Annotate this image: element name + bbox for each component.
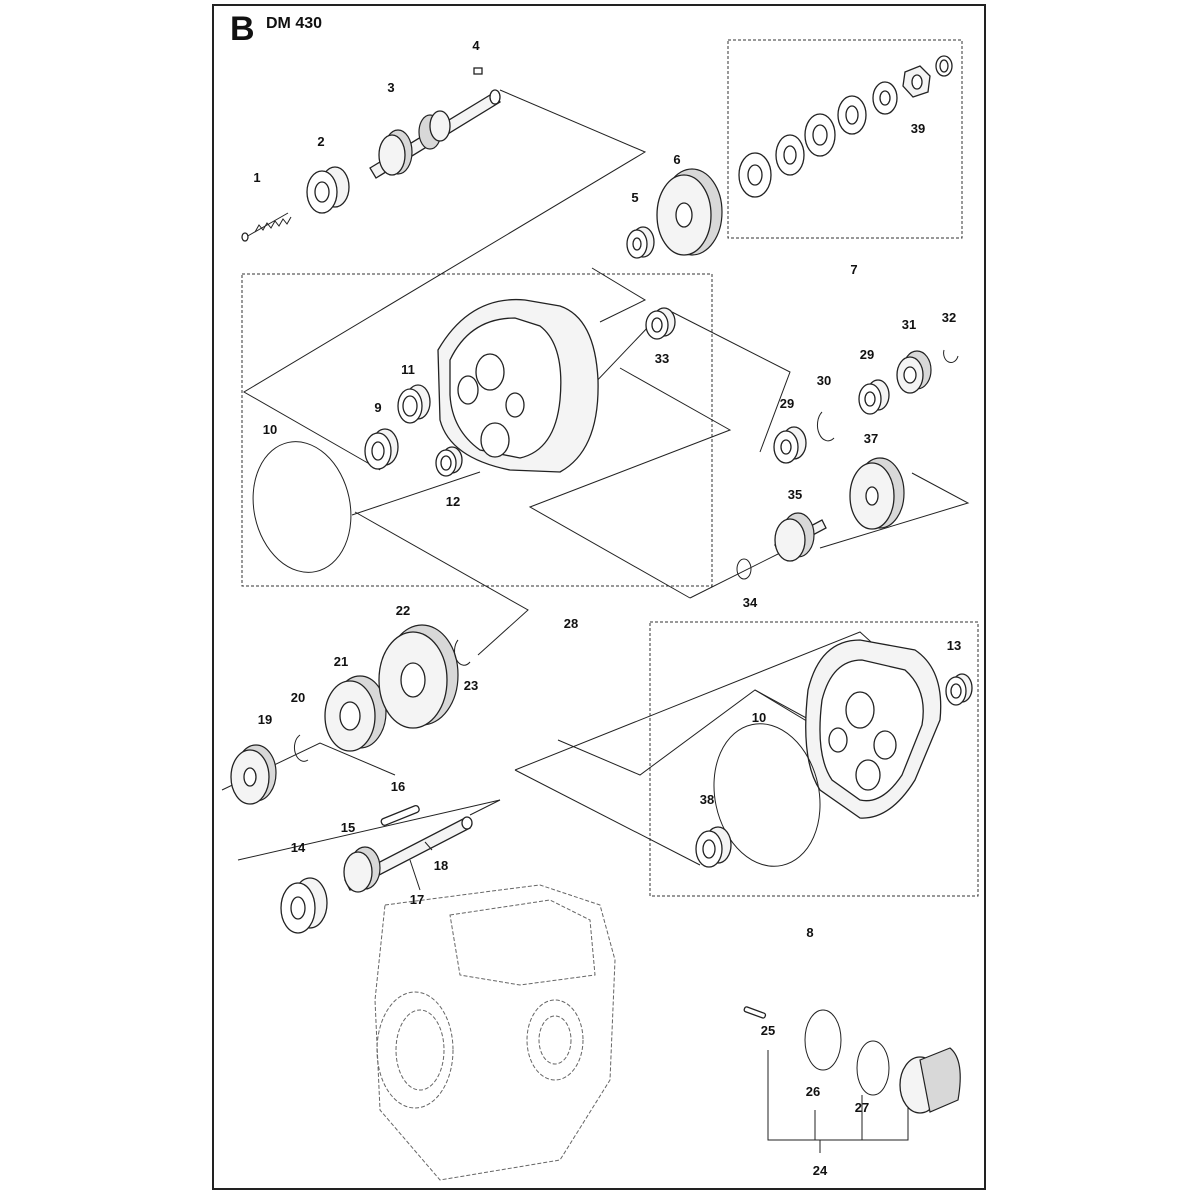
label-11: 11: [401, 362, 415, 377]
label-30: 30: [817, 373, 831, 388]
part-9-bearing: [364, 428, 399, 470]
label-10-lower: 10: [752, 710, 766, 725]
model-name: DM 430: [266, 15, 323, 32]
part-26-circlip: [804, 1009, 842, 1071]
part-34-washer: [736, 558, 752, 580]
part-18-keyway: [424, 841, 433, 851]
assembly-box-28: [241, 273, 713, 587]
part-3-gear-shaft: [369, 89, 501, 179]
label-5: 5: [631, 190, 638, 205]
label-4: 4: [472, 38, 480, 53]
part-10-o-ring-2: [713, 723, 821, 867]
section-letter: B: [230, 10, 255, 48]
label-17: 17: [410, 892, 424, 907]
label-8: 8: [806, 925, 813, 940]
part-5-washer: [626, 226, 655, 259]
part-17-keyway: [409, 859, 421, 891]
part-29-bearing: [773, 426, 807, 464]
part-29-bearing-2: [858, 379, 890, 415]
part-22-gear: [378, 624, 459, 729]
label-12: 12: [446, 494, 460, 509]
label-24: 24: [813, 1163, 828, 1178]
part-27-o-ring: [856, 1040, 890, 1096]
label-14: 14: [291, 840, 306, 855]
part-14-bearing: [280, 877, 328, 934]
label-29-upper: 29: [860, 347, 874, 362]
assembly-box-8: [649, 621, 979, 897]
part-6-gear: [656, 168, 723, 256]
label-35: 35: [788, 487, 802, 502]
part-10-o-ring: [252, 441, 352, 573]
part-11-bearing: [397, 384, 431, 424]
part-32-circlip: [943, 349, 959, 363]
label-39: 39: [911, 121, 925, 136]
part-28-gearbox-cover: [437, 298, 599, 473]
label-23: 23: [464, 678, 478, 693]
part-19-gear: [230, 744, 277, 805]
label-20: 20: [291, 690, 305, 705]
part-16-key: [380, 804, 420, 826]
label-29: 29: [780, 396, 794, 411]
part-39-nut: [902, 55, 953, 98]
part-1-spring: [241, 212, 292, 242]
label-31: 31: [902, 317, 916, 332]
label-3: 3: [387, 80, 394, 95]
part-20-circlip: [293, 734, 309, 762]
label-28: 28: [564, 616, 578, 631]
part-8-housing-cover: [805, 639, 942, 819]
label-34: 34: [743, 595, 758, 610]
label-21: 21: [334, 654, 348, 669]
label-10: 10: [263, 422, 277, 437]
label-7: 7: [850, 262, 857, 277]
part-35-gear-shaft: [774, 512, 827, 562]
label-2: 2: [317, 134, 324, 149]
part-21-gear: [324, 675, 387, 752]
label-9: 9: [374, 400, 381, 415]
label-18: 18: [434, 858, 448, 873]
label-15: 15: [341, 820, 355, 835]
part-15-gear-shaft: [343, 816, 473, 893]
part-23-circlip: [454, 639, 471, 666]
part-31-gear: [896, 350, 932, 394]
part-7-shim-stack: [738, 81, 898, 198]
part-13-seal: [945, 673, 973, 706]
label-37: 37: [864, 431, 878, 446]
part-2-bearing: [306, 166, 350, 214]
label-27: 27: [855, 1100, 869, 1115]
label-22: 22: [396, 603, 410, 618]
callout-labels: 1 2 3 4 5 6 7 8 9 10 10 11 12 13 14 15 1…: [253, 38, 961, 1178]
label-19: 19: [258, 712, 272, 727]
assembly-box-7: [727, 39, 963, 239]
label-32: 32: [942, 310, 956, 325]
label-16: 16: [391, 779, 405, 794]
part-25-pin: [743, 1006, 767, 1019]
diagram-frame: [212, 4, 986, 1190]
part-30-circlip: [816, 411, 835, 442]
label-26: 26: [806, 1084, 820, 1099]
label-25: 25: [761, 1023, 775, 1038]
gearbox-housing-outline: [374, 884, 616, 1181]
part-33-bearing: [645, 307, 676, 340]
part-37-gear: [849, 457, 905, 530]
label-1: 1: [253, 170, 260, 185]
label-33: 33: [655, 351, 669, 366]
label-13: 13: [947, 638, 961, 653]
selector-knob: [899, 1047, 961, 1114]
part-4-key: [473, 67, 483, 75]
part-38-bearing: [695, 826, 732, 868]
label-6: 6: [673, 152, 680, 167]
label-38: 38: [700, 792, 714, 807]
part-24-selector-assembly: [767, 1050, 909, 1153]
part-12-bearing: [435, 446, 463, 477]
